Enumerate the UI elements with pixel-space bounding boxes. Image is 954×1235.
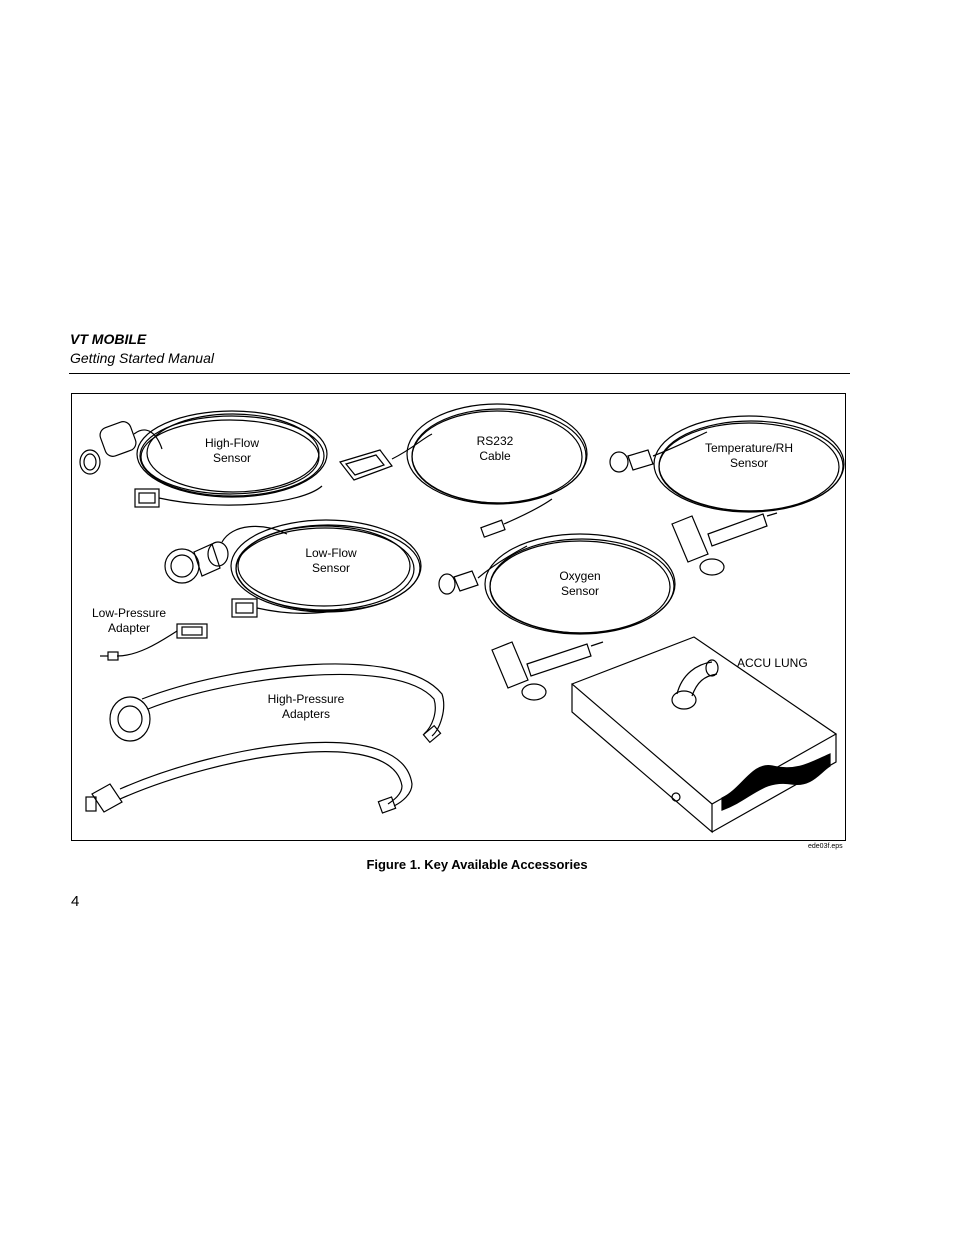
label-oxygen-sensor: Oxygen Sensor <box>559 569 601 598</box>
label-accu-lung: ACCU LUNG <box>737 656 808 670</box>
accessories-illustration <box>79 403 845 834</box>
page-number: 4 <box>71 893 80 910</box>
oxygen-sensor-drawing <box>438 533 676 701</box>
manual-subtitle: Getting Started Manual <box>70 350 214 366</box>
label-high-flow-sensor: High-Flow Sensor <box>204 436 259 465</box>
rs232-cable-drawing <box>338 403 588 538</box>
label-temperature-rh-sensor: Temperature/RH Sensor <box>704 441 794 470</box>
manual-title: VT MOBILE <box>70 331 147 347</box>
label-high-pressure-adapters: High-Pressure Adapters <box>267 692 345 721</box>
high-pressure-adapters-drawing <box>85 663 445 814</box>
high-flow-sensor-drawing <box>79 410 328 508</box>
accu-lung-drawing <box>570 636 838 834</box>
label-rs232-cable: RS232 Cable <box>476 434 514 463</box>
low-pressure-adapter-drawing <box>100 623 208 661</box>
temperature-rh-sensor-drawing <box>609 415 845 576</box>
label-low-pressure-adapter: Low-Pressure Adapter <box>91 606 167 635</box>
figure-caption: Figure 1. Key Available Accessories <box>366 857 588 872</box>
label-low-flow-sensor: Low-Flow Sensor <box>305 546 357 575</box>
header-divider <box>69 373 850 374</box>
low-flow-sensor-drawing <box>164 519 422 618</box>
figure-file-reference: ede03f.eps <box>808 843 843 850</box>
accessories-figure: High-Flow Sensor RS232 Cable Temperature… <box>71 393 846 841</box>
